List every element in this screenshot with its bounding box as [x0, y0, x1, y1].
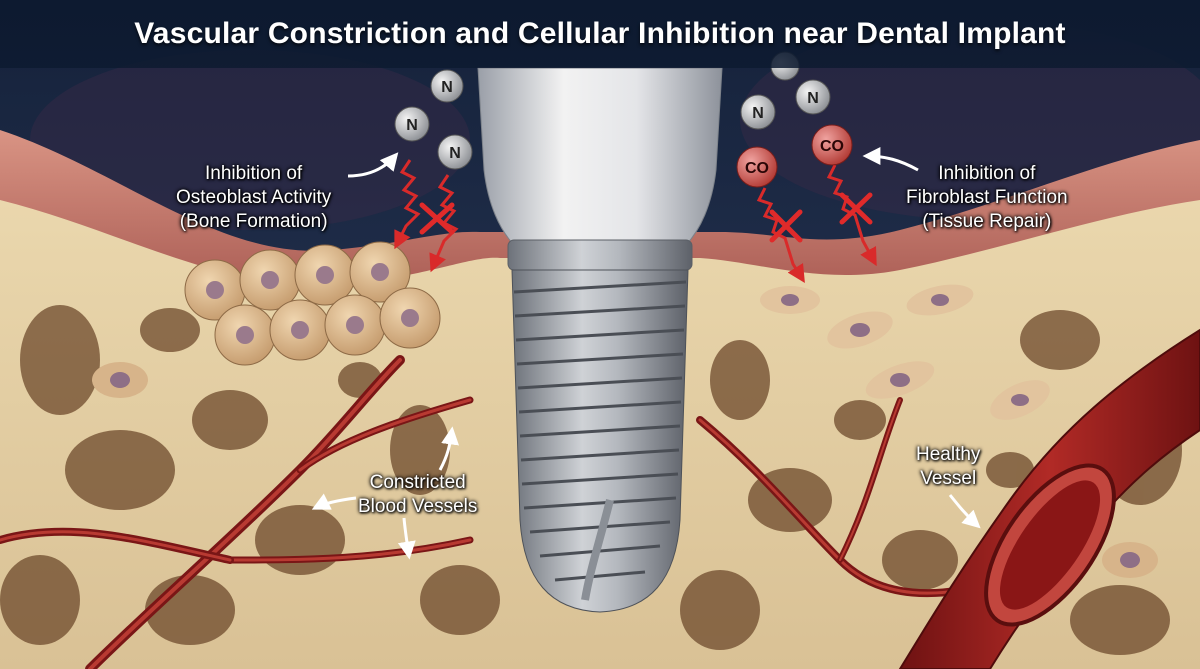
nitrogen-label: N — [441, 79, 453, 96]
nitrogen-molecule-2: N — [394, 106, 430, 142]
osteoblast-label-line-3: (Bone Formation) — [179, 211, 328, 232]
constricted-vessels — [0, 355, 474, 669]
healthy-vessel — [898, 328, 1200, 669]
healthy-label-line-1: Healthy — [916, 444, 981, 465]
healthy-vessel-label: Healthy Vessel — [916, 443, 980, 491]
constricted-label-line-1: Constricted — [369, 472, 466, 493]
bone-pores — [0, 305, 1182, 655]
osteoblast-inhibition-label: Inhibition of Osteoblast Activity (Bone … — [176, 162, 331, 234]
osteoblast-cluster — [184, 241, 441, 366]
tissue-cells — [92, 284, 1158, 578]
co-label: CO — [820, 138, 844, 155]
nitrogen-molecule-1: N — [430, 69, 464, 103]
nitrogen-label: N — [406, 117, 418, 134]
diagram-title: Vascular Constriction and Cellular Inhib… — [134, 17, 1066, 50]
implant — [477, 67, 723, 613]
nitrogen-label: N — [752, 105, 764, 122]
block-marks — [419, 192, 873, 243]
nitrogen-label: N — [807, 90, 819, 107]
constricted-vessels-label: Constricted Blood Vessels — [358, 471, 477, 519]
fibroblast-label-line-3: (Tissue Repair) — [922, 211, 1052, 232]
nitrogen-label: N — [449, 145, 461, 162]
co-molecule-1: CO — [736, 146, 778, 188]
constricted-label-line-2: Blood Vessels — [358, 496, 478, 517]
nitrogen-molecule-5: N — [740, 94, 776, 130]
fibroblast-inhibition-label: Inhibition of Fibroblast Function (Tissu… — [906, 162, 1068, 234]
gum-tissue — [0, 130, 1200, 300]
nitrogen-molecule-3: N — [437, 134, 473, 170]
nitrogen-molecule-6: N — [795, 79, 831, 115]
fibroblast-label-line-2: Fibroblast Function — [906, 187, 1068, 208]
title-bar: Vascular Constriction and Cellular Inhib… — [0, 0, 1200, 68]
osteoblast-label-line-2: Osteoblast Activity — [176, 187, 332, 208]
right-capillaries — [696, 397, 1004, 598]
fibroblast-label-line-1: Inhibition of — [938, 163, 1036, 184]
co-label: CO — [745, 160, 769, 177]
co-molecule-2: CO — [811, 124, 853, 166]
healthy-label-line-2: Vessel — [920, 468, 977, 489]
callout-arrows — [311, 147, 981, 560]
osteoblast-label-line-1: Inhibition of — [205, 163, 303, 184]
